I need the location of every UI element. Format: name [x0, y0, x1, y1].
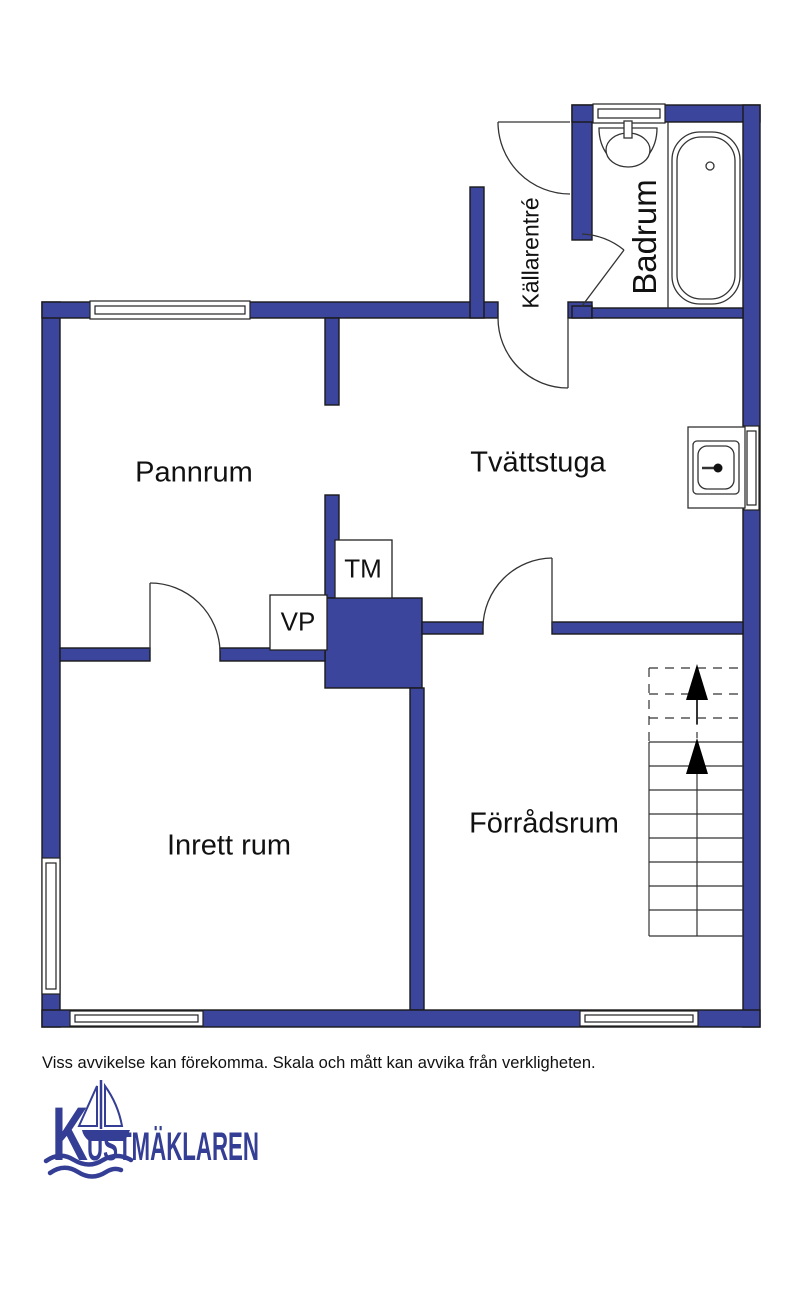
door-forradsrum [482, 557, 553, 628]
door-inrett-rum [149, 582, 221, 652]
window-right-sink [743, 425, 760, 511]
chimney-block [324, 597, 423, 689]
tm-box [334, 539, 393, 599]
bathtub-icon [667, 122, 741, 308]
door-entrance [497, 121, 571, 195]
doors [149, 121, 625, 652]
room-label-inrett-rum: Inrett rum [166, 829, 292, 862]
room-label-forradsrum: Förrådsrum [469, 807, 619, 840]
logo-wordmark: USTMÄKLAREN [87, 1125, 259, 1169]
laundry-sink-icon [687, 426, 746, 509]
window-badrum-top [592, 103, 666, 124]
stairs-direction-arrows [686, 664, 708, 774]
vp-box [269, 594, 328, 651]
wall-right [742, 104, 761, 1028]
stairs [648, 664, 743, 937]
appliance-label-tm: TM [344, 553, 382, 584]
room-label-pannrum: Pannrum [135, 456, 253, 489]
wall-pannrum-tvatt-upper [324, 317, 340, 406]
logo-waves-icon [43, 1153, 134, 1179]
room-label-tvattstuga: Tvättstuga [470, 446, 606, 479]
window-pannrum-top [89, 300, 251, 320]
wall-inrett-forrad [409, 687, 425, 1011]
wall-badrum-left-lower [571, 305, 593, 319]
wall-badrum-bottom [591, 307, 744, 319]
wall-pannrum-inrett-left [59, 647, 151, 662]
stairs-solid-treads [648, 741, 743, 937]
wall-badrum-left-upper [571, 104, 593, 241]
appliance-label-vp: VP [280, 606, 316, 637]
walls [41, 104, 761, 1028]
room-label-kallarentre: Källarentré [517, 197, 544, 309]
disclaimer-text: Viss avvikelse kan förekomma. Skala och … [42, 1054, 596, 1072]
door-badrum [581, 233, 625, 307]
window-bottom-forrad [579, 1010, 699, 1027]
windows [41, 103, 760, 1027]
door-vestibule-tvattstuga [497, 317, 569, 389]
wall-tvatt-forrad [551, 621, 744, 635]
sink-icon [598, 120, 658, 168]
room-label-badrum: Badrum [626, 179, 663, 295]
logo-initial: K [52, 1092, 88, 1177]
wall-chimney-arm [421, 621, 484, 635]
window-left-inrett [41, 857, 61, 995]
window-bottom-inrett [69, 1010, 204, 1027]
wall-vestibule-left [469, 186, 485, 319]
logo-sailboat-icon [77, 1080, 130, 1141]
